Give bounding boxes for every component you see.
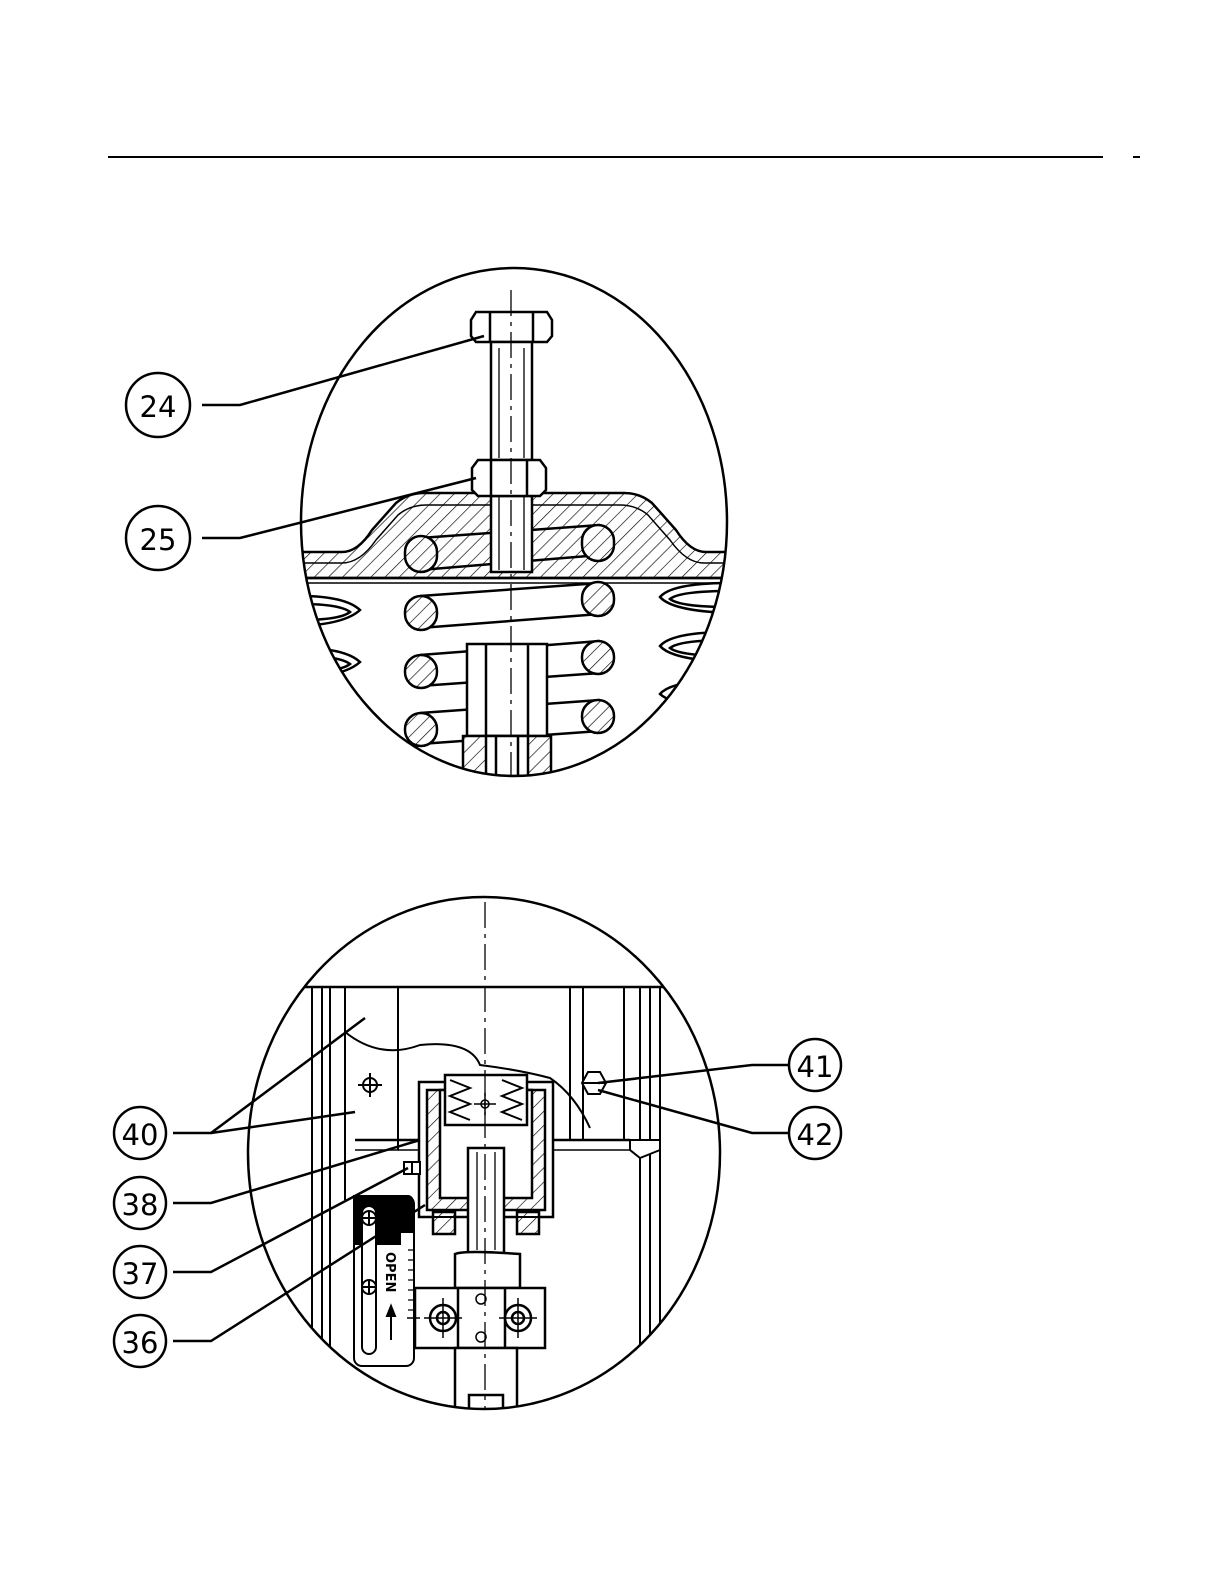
callout-41-label: 41 bbox=[797, 1050, 834, 1084]
callout-41: 41 bbox=[789, 1039, 841, 1091]
outer-spring-right bbox=[660, 583, 730, 708]
callout-42-label: 42 bbox=[797, 1118, 834, 1152]
callout-38: 38 bbox=[114, 1177, 166, 1229]
scale-open-label: OPEN bbox=[382, 1252, 397, 1292]
callout-25: 25 bbox=[126, 506, 190, 570]
callout-25-label: 25 bbox=[140, 523, 177, 557]
leader-41 bbox=[598, 1065, 790, 1083]
stem-housing bbox=[419, 1075, 553, 1253]
detail-top-contents bbox=[290, 290, 740, 776]
lock-nut bbox=[472, 460, 546, 496]
callout-40-label: 40 bbox=[122, 1118, 159, 1152]
detail-top bbox=[290, 268, 740, 776]
callout-24: 24 bbox=[126, 373, 190, 437]
callout-36-label: 36 bbox=[122, 1326, 159, 1360]
right-column bbox=[570, 987, 660, 1410]
leader-40b bbox=[211, 1112, 355, 1133]
coupling-nut bbox=[463, 644, 551, 776]
callout-40: 40 bbox=[114, 1107, 166, 1159]
leader-42 bbox=[598, 1090, 790, 1133]
outer-spring-left bbox=[300, 596, 360, 712]
callout-37: 37 bbox=[114, 1246, 166, 1298]
callout-37-label: 37 bbox=[122, 1257, 159, 1291]
stem-clamp bbox=[415, 1252, 545, 1415]
callout-36: 36 bbox=[114, 1315, 166, 1367]
callout-24-label: 24 bbox=[140, 390, 177, 424]
callout-38-label: 38 bbox=[122, 1188, 159, 1222]
bracket-bolt-left bbox=[358, 1073, 382, 1097]
callout-42: 42 bbox=[789, 1107, 841, 1159]
detail-bottom: OPEN bbox=[248, 897, 720, 1415]
